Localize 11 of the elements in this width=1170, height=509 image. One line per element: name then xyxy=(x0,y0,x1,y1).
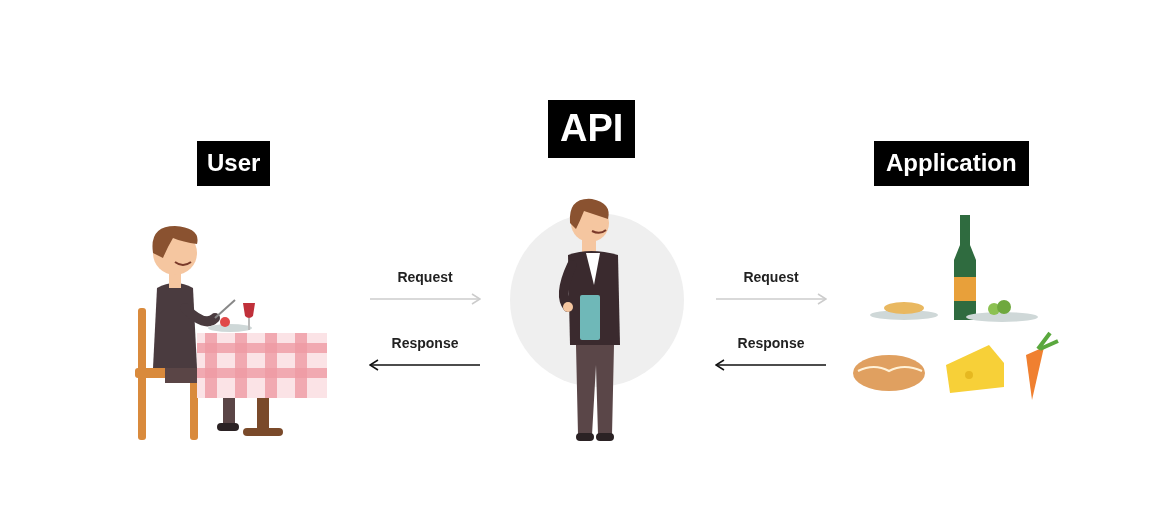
edge-label: Response xyxy=(389,335,461,351)
arrow xyxy=(715,293,827,305)
heading-label: User xyxy=(197,141,271,186)
arrow xyxy=(715,359,827,371)
edge-label: Response xyxy=(735,335,807,351)
heading-label: API xyxy=(548,100,636,158)
edge-label: Request xyxy=(741,269,801,285)
arrow xyxy=(369,293,481,305)
arrow xyxy=(369,359,481,371)
edge-label: Request xyxy=(395,269,455,285)
heading-label: Application xyxy=(874,141,1029,186)
